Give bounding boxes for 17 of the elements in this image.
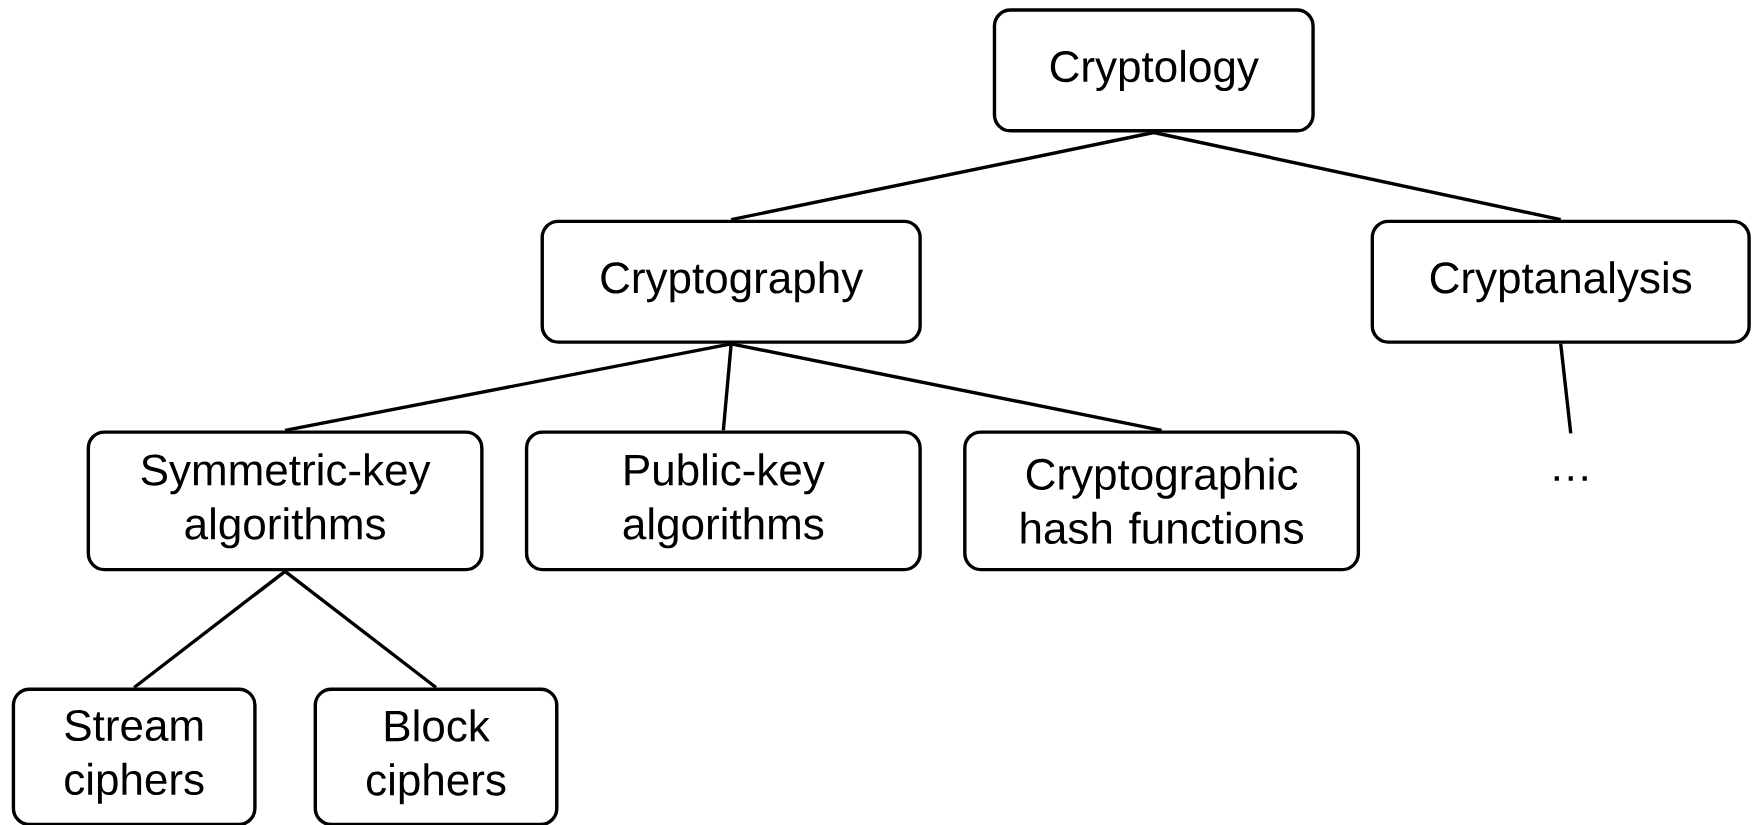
ellipsis-text: … [1554,476,1587,481]
category-box: Cryptanalysis [1370,219,1751,344]
category-box: Cryptology [992,8,1315,133]
connector-line [133,569,287,689]
category-box: Stream ciphers [11,687,257,825]
category-box: Symmetric-key algorithms [86,430,484,572]
connector-line [284,342,732,433]
connector-line [730,342,1162,433]
connector-line [1153,130,1562,222]
connector-line [730,130,1155,222]
connector-line [721,343,733,431]
category-box: Public-key algorithms [524,430,922,572]
category-box: Cryptographic hash functions [963,430,1361,572]
connector-line [284,569,438,689]
category-box: Cryptography [540,219,922,344]
category-box: Block ciphers [313,687,559,825]
connector-line [1559,343,1573,434]
